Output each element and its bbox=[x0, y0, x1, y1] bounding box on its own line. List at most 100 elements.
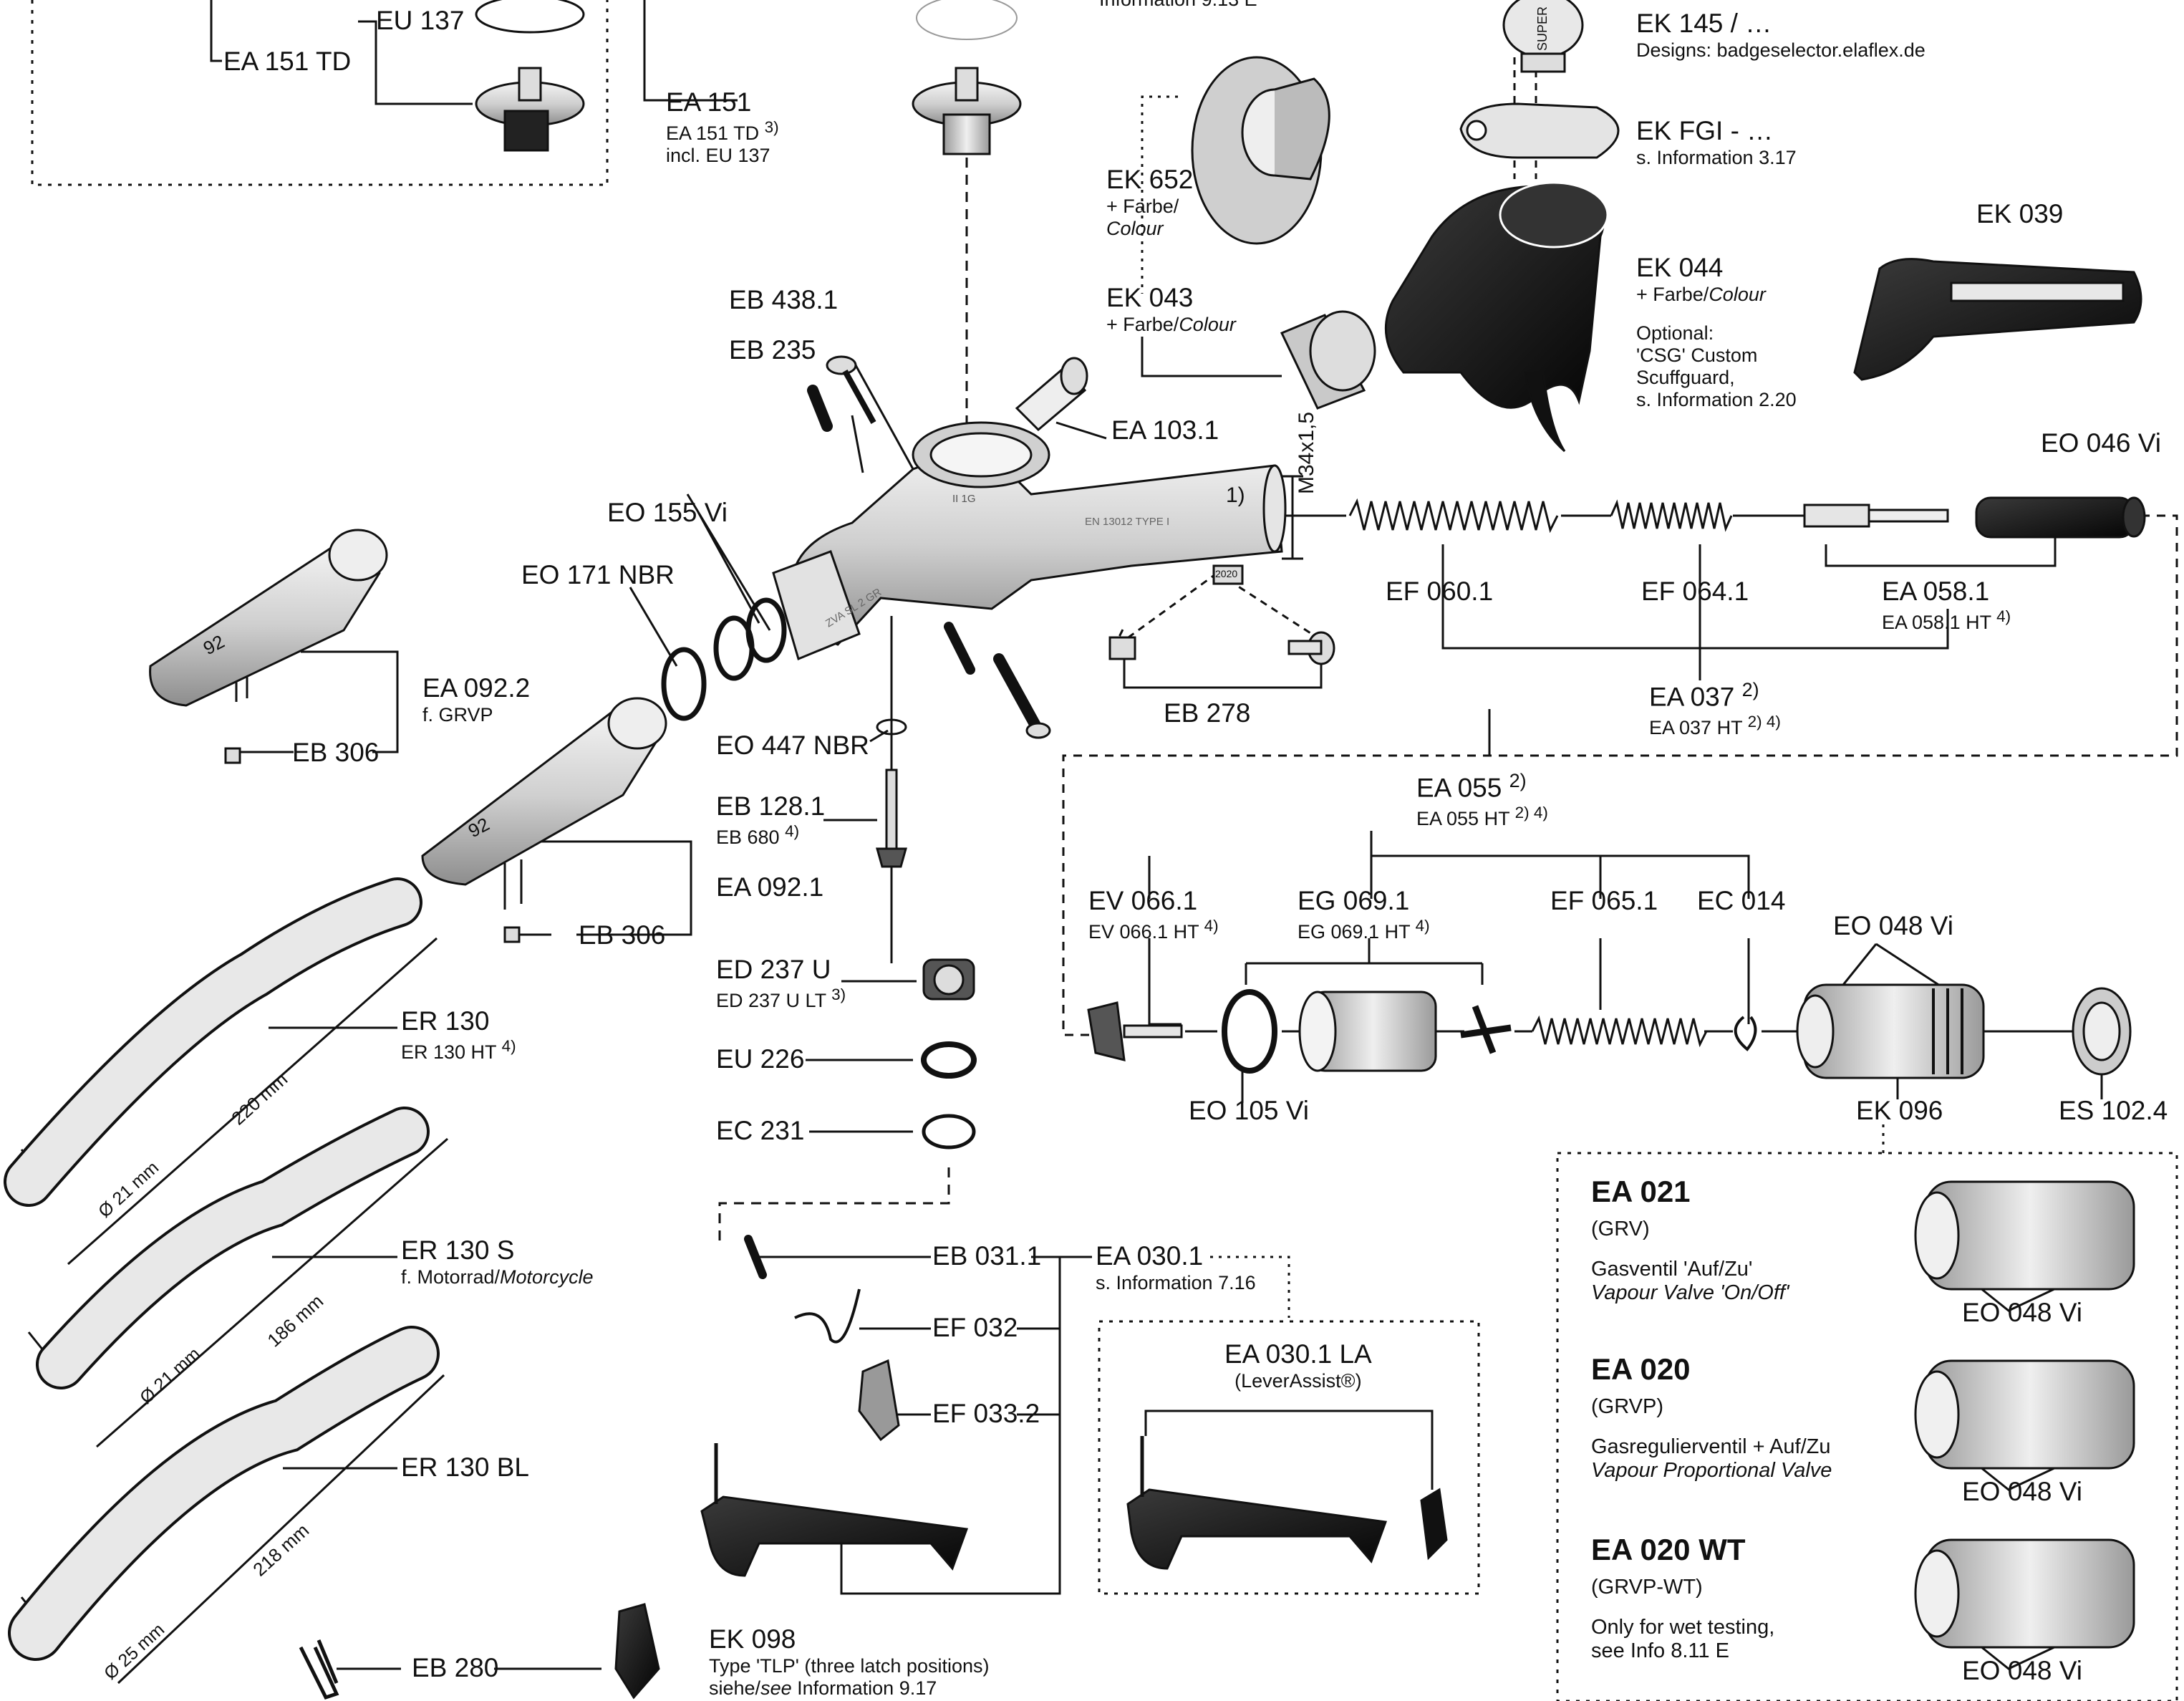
ea030la-lever bbox=[1126, 1488, 1388, 1570]
ec014-clip bbox=[1734, 1016, 1757, 1051]
label-note1: 1) bbox=[1226, 483, 1245, 507]
label-ea020wt-l2: see Info 8.11 E bbox=[1591, 1639, 1729, 1662]
label-ef060: EF 060.1 bbox=[1386, 577, 1494, 606]
eb280-clip bbox=[299, 1639, 339, 1700]
group-box-valve-variants bbox=[1556, 1152, 2178, 1701]
ea103-part bbox=[1015, 357, 1088, 432]
label-ea037: EA 037 bbox=[1649, 682, 1735, 712]
label-ek039: EK 039 bbox=[1976, 199, 2064, 228]
label-ef032: EF 032 bbox=[932, 1313, 1018, 1342]
label-ea058: EA 058.1 bbox=[1882, 577, 1990, 606]
label-ea151: EA 151 bbox=[666, 87, 752, 117]
ek039-grip bbox=[1853, 258, 2142, 381]
label-ea058ht: EA 058.1 HT bbox=[1882, 611, 1991, 633]
eg069-housing bbox=[1298, 991, 1437, 1072]
eo046-sleeve bbox=[1975, 496, 2146, 539]
ek096-valve bbox=[1796, 983, 1985, 1079]
label-eb680: EB 680 bbox=[716, 826, 780, 848]
ea092-1-spout bbox=[421, 697, 667, 886]
label-ed237: ED 237 U bbox=[716, 955, 831, 984]
label-eo105: EO 105 Vi bbox=[1189, 1096, 1309, 1125]
sup-ev066ht: 4) bbox=[1204, 916, 1219, 935]
label-ek652: EK 652 bbox=[1106, 165, 1194, 194]
label-eb438: EB 438.1 bbox=[729, 285, 839, 314]
label-er130bl: ER 130 BL bbox=[401, 1452, 529, 1482]
label-info-partial: Information 9.13 E bbox=[1099, 0, 1257, 11]
eb306-screw-a bbox=[224, 747, 241, 764]
label-leverassist: (LeverAssist®) bbox=[1234, 1369, 1362, 1392]
label-ek098: EK 098 bbox=[709, 1624, 796, 1654]
ea021-valve bbox=[1914, 1180, 2135, 1291]
ef064-spring bbox=[1610, 499, 1733, 532]
label-ea092-2: EA 092.2 bbox=[422, 673, 531, 703]
label-ef064: EF 064.1 bbox=[1641, 577, 1749, 606]
sup-ea037ht: 2) 4) bbox=[1747, 712, 1781, 731]
ef032-spring bbox=[794, 1288, 861, 1344]
sup-eg069ht: 4) bbox=[1415, 916, 1430, 935]
label-ea030: EA 030.1 bbox=[1096, 1241, 1204, 1271]
label-ec014: EC 014 bbox=[1697, 886, 1786, 915]
eg069-cross bbox=[1460, 1005, 1512, 1054]
label-ea020wt: EA 020 WT bbox=[1591, 1533, 1746, 1566]
label-ek043-colour1: + Farbe/ bbox=[1106, 313, 1179, 335]
label-ea092-2-note: f. GRVP bbox=[422, 703, 493, 726]
ek044-cover bbox=[1384, 181, 1609, 453]
label-ea021: EA 021 bbox=[1591, 1175, 1691, 1208]
label-eg069: EG 069.1 bbox=[1298, 886, 1410, 915]
label-eo155: EO 155 Vi bbox=[607, 498, 728, 527]
label-ev066: EV 066.1 bbox=[1088, 886, 1198, 915]
label-ev066ht: EV 066.1 HT bbox=[1088, 920, 1199, 943]
group-box-ea151td bbox=[31, 0, 609, 186]
label-ea020wt-l1: Only for wet testing, bbox=[1591, 1615, 1775, 1639]
label-optional-2: 'CSG' Custom bbox=[1636, 344, 1758, 367]
label-eo171: EO 171 NBR bbox=[521, 560, 675, 589]
label-ek098-l2c: Information 9.17 bbox=[797, 1677, 937, 1699]
label-eb306-b: EB 306 bbox=[579, 920, 666, 950]
label-eo048-box1: EO 048 Vi bbox=[1962, 1298, 2082, 1327]
label-ek098-l2a: siehe/ bbox=[709, 1677, 761, 1699]
label-ea021-de: Gasventil 'Auf/Zu' bbox=[1591, 1257, 1753, 1281]
label-marking-atex: II 1G bbox=[952, 493, 976, 505]
label-optional-1: Optional: bbox=[1636, 322, 1714, 344]
label-ekfgi-note: s. Information 3.17 bbox=[1636, 146, 1797, 168]
label-ek145: EK 145 / … bbox=[1636, 9, 1772, 38]
sup-ea058ht: 4) bbox=[1996, 607, 2011, 625]
eo105-ring bbox=[1222, 989, 1277, 1074]
label-marking-year: 2020 bbox=[1215, 568, 1238, 579]
label-eb306-a: EB 306 bbox=[292, 738, 380, 767]
eo447-ring bbox=[876, 718, 907, 736]
sup-ed237lt: 3) bbox=[831, 985, 846, 1003]
label-eo447: EO 447 NBR bbox=[716, 731, 869, 760]
ef065-spring bbox=[1531, 1015, 1708, 1048]
label-ek096: EK 096 bbox=[1856, 1096, 1943, 1125]
label-ec231: EC 231 bbox=[716, 1116, 805, 1145]
label-ea020-de: Gasregulierventil + Auf/Zu bbox=[1591, 1435, 1831, 1458]
ec231-clip bbox=[922, 1114, 976, 1150]
eb278-nut bbox=[1108, 636, 1136, 660]
label-optional-3: Scuffguard, bbox=[1636, 367, 1735, 389]
label-er130: ER 130 bbox=[401, 1006, 490, 1036]
ek098-latch bbox=[614, 1603, 660, 1700]
label-ea030la: EA 030.1 LA bbox=[1224, 1339, 1372, 1369]
label-ea151-incl: incl. EU 137 bbox=[666, 144, 770, 166]
ea092-2-spout bbox=[149, 529, 388, 707]
label-eb031: EB 031.1 bbox=[932, 1241, 1042, 1271]
eu226-ring bbox=[921, 1041, 977, 1079]
label-optional-4: s. Information 2.20 bbox=[1636, 389, 1797, 411]
nozzle-body bbox=[790, 421, 1287, 646]
label-eb280: EB 280 bbox=[412, 1653, 499, 1682]
label-ek044-colour1: + Farbe/ bbox=[1636, 283, 1709, 305]
label-ea055ht: EA 055 HT bbox=[1416, 807, 1510, 829]
eb235-pin bbox=[807, 385, 833, 432]
label-ea030-note: s. Information 7.16 bbox=[1096, 1271, 1256, 1293]
label-er130s: ER 130 S bbox=[401, 1235, 515, 1265]
sup-ea055: 2) bbox=[1509, 770, 1527, 791]
label-eu137: EU 137 bbox=[376, 6, 465, 35]
sup-ea037: 2) bbox=[1741, 679, 1759, 700]
label-ek145-note: Designs: badgeselector.elaflex.de bbox=[1636, 39, 1926, 61]
sup-ea055ht: 2) 4) bbox=[1514, 803, 1548, 821]
eu137-ring bbox=[475, 0, 585, 34]
ed237-seal bbox=[922, 958, 975, 1001]
eb-screw-long bbox=[993, 653, 1044, 736]
